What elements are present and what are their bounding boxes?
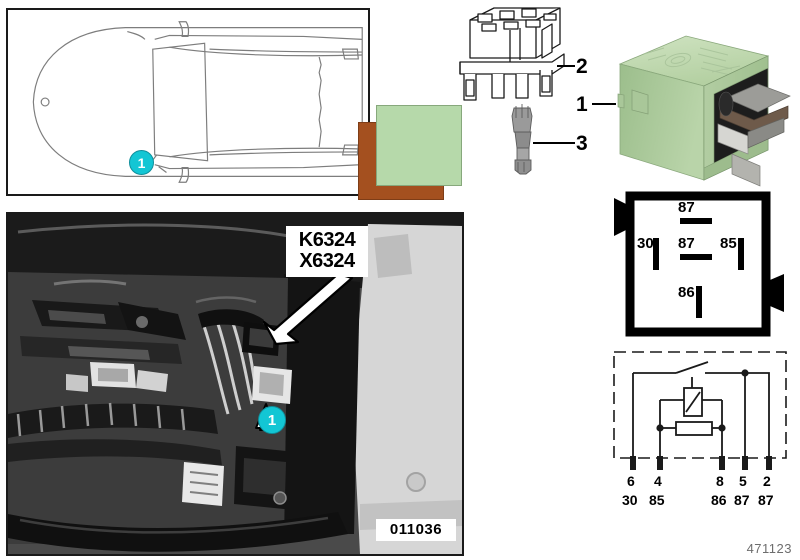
schematic-terminal-2: 86 xyxy=(711,492,727,508)
document-number: 471123 xyxy=(746,541,792,556)
photo-label-k: K6324 xyxy=(298,229,356,251)
pin-label-87-mid: 87 xyxy=(678,235,695,252)
schematic-terminal-1: 85 xyxy=(649,492,665,508)
vehicle-top-view-drawing xyxy=(32,21,363,183)
schematic-terminal-3: 87 xyxy=(734,492,750,508)
schematic-socket-pin-2: 8 xyxy=(716,473,724,489)
relay-socket-icon xyxy=(459,7,565,101)
schematic-socket-pin-1: 4 xyxy=(654,473,662,489)
pin-label-87-top: 87 xyxy=(678,199,695,216)
relay-pinout-diagram: 87 30 87 85 86 xyxy=(600,190,800,340)
leader-line-1 xyxy=(592,103,616,105)
schematic-socket-pin-0: 6 xyxy=(627,473,635,489)
terminal-blade-85 xyxy=(738,238,744,270)
photo-component-label: K6324 X6324 xyxy=(286,226,368,277)
schematic-socket-pin-4: 2 xyxy=(763,473,771,489)
pin-label-85: 85 xyxy=(720,235,737,252)
schematic-terminal-4: 87 xyxy=(758,492,774,508)
car-callout-1[interactable]: 1 xyxy=(129,150,154,175)
part-number-2: 2 xyxy=(576,55,588,78)
terminal-pin-icon xyxy=(511,104,533,175)
terminal-blade-87-mid xyxy=(680,254,712,260)
swatch-green xyxy=(376,105,462,186)
part-number-1: 1 xyxy=(576,93,588,116)
schematic-terminal-0: 30 xyxy=(622,492,638,508)
photo-callout-1[interactable]: 1 xyxy=(258,406,286,434)
relay-circuit-schematic: 6 4 8 5 2 30 85 86 87 87 xyxy=(600,340,800,515)
part-number-3: 3 xyxy=(576,132,588,155)
pin-label-86: 86 xyxy=(678,284,695,301)
terminal-blade-87-top xyxy=(680,218,712,224)
engine-bay-photo xyxy=(6,212,464,556)
vehicle-location-panel xyxy=(6,8,370,196)
pin-label-30: 30 xyxy=(637,235,654,252)
exploded-parts-drawing xyxy=(452,0,800,200)
photo-id-label: 011036 xyxy=(376,519,456,541)
photo-label-x: X6324 xyxy=(299,250,355,272)
leader-line-3 xyxy=(533,142,575,144)
terminal-blade-86 xyxy=(696,286,702,318)
relay-product-photo xyxy=(608,28,798,203)
terminal-blade-30 xyxy=(653,238,659,270)
leader-line-2 xyxy=(557,65,575,67)
schematic-socket-pin-3: 5 xyxy=(739,473,747,489)
